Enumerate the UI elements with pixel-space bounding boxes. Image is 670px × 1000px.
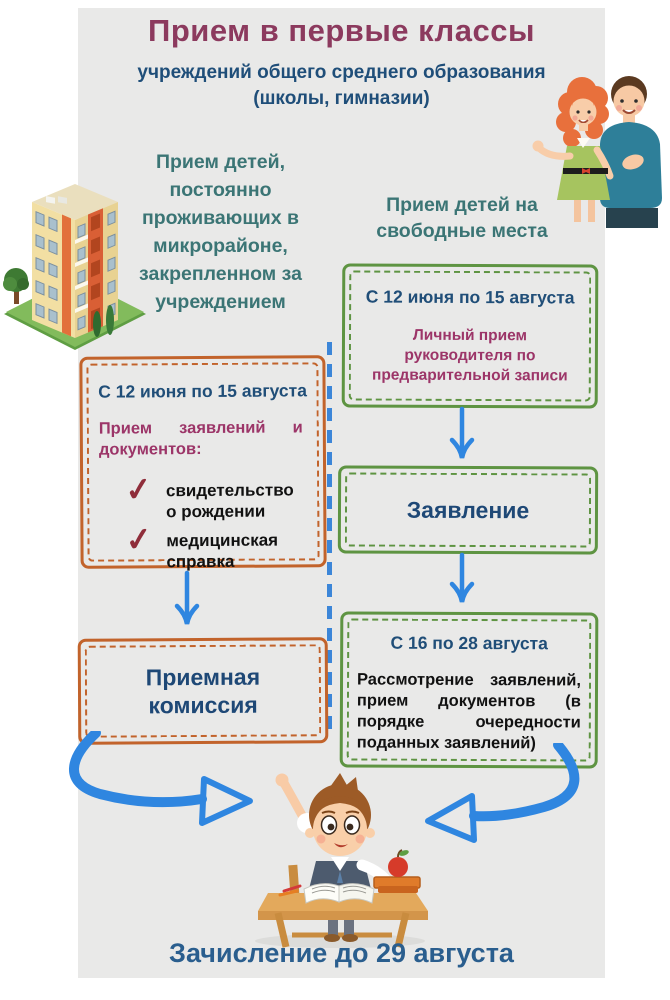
personal-reception-box: С 12 июня по 15 августа Личный прием рук… [341, 263, 599, 409]
page-title: Прием в первые классы [148, 13, 535, 48]
checklist-item-label: медицинская справка [166, 530, 279, 572]
subtitle-line-1: учреждений общего среднего образования [137, 62, 546, 83]
schoolboy-at-desk-illustration [255, 773, 428, 948]
down-arrow-icon [449, 552, 475, 603]
review-text: Рассмотрение заявлений, прием документов… [356, 670, 582, 753]
track-divider-dashed-line [327, 342, 332, 730]
checklist-item-label: свидетельство о рождении [165, 480, 294, 522]
footer-text: Зачисление до 29 августа [169, 938, 514, 968]
right-track-header: Прием детей на свободные места [376, 194, 548, 242]
application-box: Заявление [337, 465, 599, 555]
documents-intake-lead: Прием заявлений и документов: [98, 418, 303, 459]
parents-couple-illustration [532, 76, 662, 228]
check-icon: ✓ [123, 470, 154, 509]
checklist-item: ✓ свидетельство о рождении [123, 470, 313, 522]
curved-arrow-right-icon [425, 743, 580, 843]
left-track-header: Прием детей, постоянно проживающих в мик… [139, 151, 302, 313]
curved-arrow-left-icon [69, 731, 253, 826]
commission-box: Приемная комиссия [77, 637, 329, 745]
checklist-item: ✓ медицинская справка [123, 520, 313, 572]
commission-label: Приемная комиссия [145, 663, 261, 719]
apartment-building-illustration [3, 184, 146, 350]
documents-intake-date: С 12 июня по 15 августа [98, 380, 308, 402]
subtitle-line-2: (школы, гимназии) [253, 88, 430, 109]
application-label: Заявление [406, 496, 530, 524]
page-subtitle: учреждений общего среднего образования (… [78, 60, 605, 112]
check-icon: ✓ [123, 520, 155, 559]
personal-reception-text: Личный прием руководителя по предварител… [371, 326, 568, 385]
documents-intake-box: С 12 июня по 15 августа Прием заявлений … [79, 355, 327, 571]
review-date: С 16 по 28 августа [390, 632, 548, 654]
personal-reception-date: С 12 июня по 15 августа [365, 286, 575, 308]
down-arrow-icon [174, 570, 200, 625]
down-arrow-icon [449, 406, 475, 459]
